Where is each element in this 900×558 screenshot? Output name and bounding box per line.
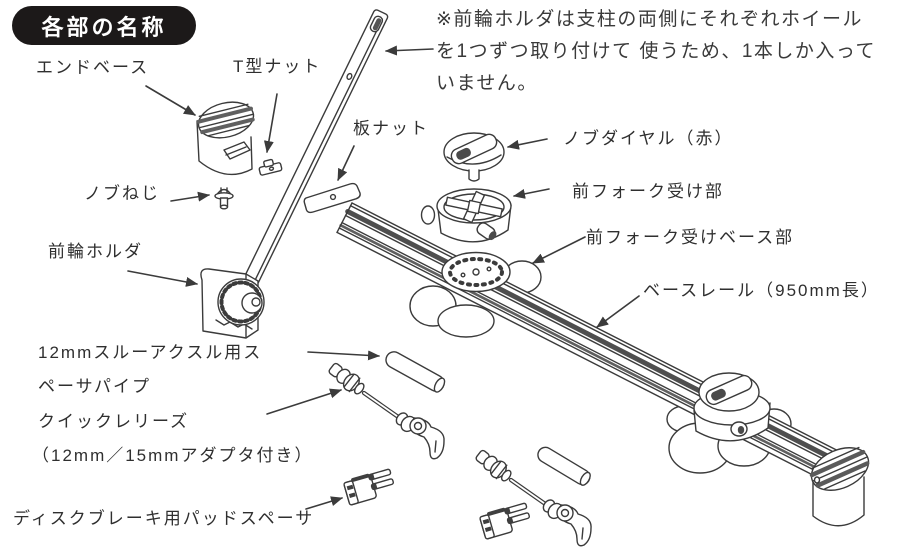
note-line: いません。	[436, 73, 538, 94]
front-wheel-holder-drawing	[200, 268, 265, 339]
label-base-rail: ベースレール（950mm長）	[643, 281, 880, 300]
support-pole-drawing	[243, 9, 389, 285]
label-fork-receiver: 前フォーク受け部	[572, 182, 724, 201]
t-nut-drawing	[258, 158, 283, 176]
rail-end-base-drawing	[809, 446, 870, 527]
note-text: ※前輪ホルダは支柱の両側にそれぞれホイール を1つずつ取り付けて 使うため、1本…	[436, 4, 876, 100]
label-quick-release-line2: （12mm／15mmアダプタ付き）	[32, 446, 314, 465]
quick-release-1-drawing	[328, 362, 445, 460]
pad-spacer-2-drawing	[478, 500, 533, 540]
spacer-pipe-1-drawing	[385, 351, 446, 393]
plate-nut-drawing	[303, 182, 361, 214]
label-end-base: エンドベース	[36, 58, 150, 77]
spacer-pipe-2-drawing	[537, 446, 591, 486]
label-spacer-pipe-line2: ペーサパイプ	[38, 377, 151, 396]
knob-dial-drawing	[443, 132, 505, 182]
label-quick-release-line1: クイックレリーズ	[38, 412, 190, 431]
leader-arrows	[127, 45, 640, 510]
label-front-wheel-holder: 前輪ホルダ	[48, 242, 143, 261]
assembled-receiver-drawing	[693, 372, 771, 442]
knob-screw-drawing	[214, 187, 234, 210]
section-title-text: 各部の名称	[41, 14, 167, 40]
label-knob-screw: ノブねじ	[84, 184, 160, 203]
section-title-badge: 各部の名称	[12, 6, 196, 45]
note-line: を1つずつ取り付けて 使うため、1本しか入って	[436, 41, 876, 62]
label-knob-dial: ノブダイヤル（赤）	[563, 129, 734, 148]
fork-receiver-base-disc-drawing	[441, 251, 511, 293]
fork-receiver-drawing	[420, 188, 512, 243]
label-spacer-pipe-line1: 12mmスルーアクスル用ス	[38, 343, 263, 362]
label-t-nut: T型ナット	[233, 57, 322, 76]
label-pad-spacer: ディスクブレーキ用パッドスペーサ	[13, 509, 315, 528]
end-base-drawing	[196, 101, 255, 176]
pad-spacer-1-drawing	[343, 468, 394, 506]
note-line: ※前輪ホルダは支柱の両側にそれぞれホイール	[436, 9, 864, 30]
label-plate-nut: 板ナット	[353, 119, 429, 138]
label-fork-receiver-base: 前フォーク受けベース部	[586, 228, 795, 247]
